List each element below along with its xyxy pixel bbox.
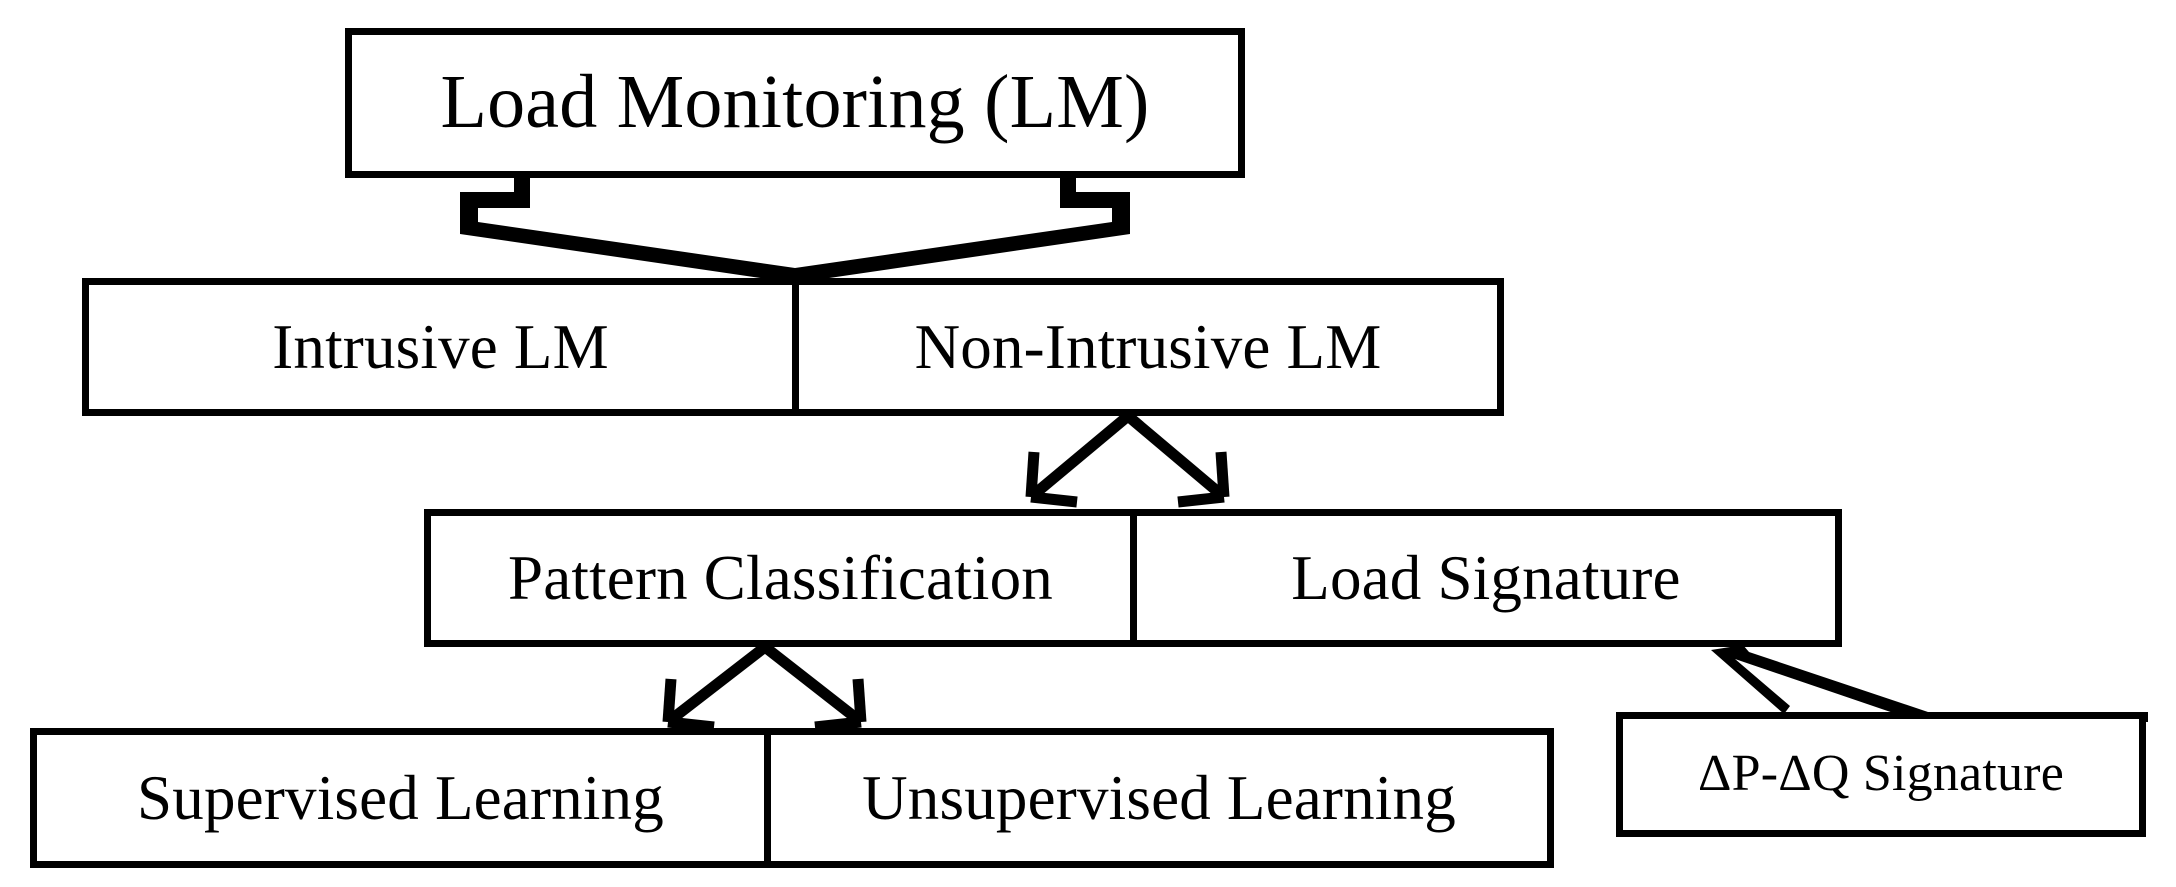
node-load-monitoring[interactable]: Load Monitoring (LM) bbox=[345, 28, 1245, 178]
pattern-to-supervised-arrow-icon bbox=[662, 642, 769, 733]
node-pattern-classification-label: Pattern Classification bbox=[507, 542, 1054, 613]
root-to-level2-block-arrow-icon bbox=[460, 172, 1130, 283]
node-load-signature[interactable]: Load Signature bbox=[1130, 509, 1842, 647]
node-intrusive-lm-label: Intrusive LM bbox=[272, 311, 609, 382]
node-non-intrusive-lm[interactable]: Non-Intrusive LM bbox=[792, 278, 1504, 416]
signature-to-dpdq-arrow-icon bbox=[1711, 645, 2148, 722]
node-non-intrusive-lm-label: Non-Intrusive LM bbox=[914, 311, 1382, 382]
nonintrusive-to-signature-arrow-icon bbox=[1124, 411, 1230, 508]
node-unsupervised-learning-label: Unsupervised Learning bbox=[862, 762, 1456, 833]
pattern-to-unsupervised-arrow-icon bbox=[761, 642, 867, 733]
node-dp-dq-signature-label: ΔP-ΔQ Signature bbox=[1698, 745, 2064, 803]
node-supervised-learning[interactable]: Supervised Learning bbox=[30, 728, 770, 868]
node-load-signature-label: Load Signature bbox=[1291, 542, 1681, 613]
node-dp-dq-signature[interactable]: ΔP-ΔQ Signature bbox=[1616, 712, 2146, 837]
node-pattern-classification[interactable]: Pattern Classification bbox=[424, 509, 1136, 647]
node-supervised-learning-label: Supervised Learning bbox=[137, 762, 664, 833]
node-unsupervised-learning[interactable]: Unsupervised Learning bbox=[764, 728, 1554, 868]
nonintrusive-to-pattern-arrow-icon bbox=[1025, 411, 1132, 508]
node-intrusive-lm[interactable]: Intrusive LM bbox=[82, 278, 798, 416]
node-load-monitoring-label: Load Monitoring (LM) bbox=[440, 60, 1150, 145]
